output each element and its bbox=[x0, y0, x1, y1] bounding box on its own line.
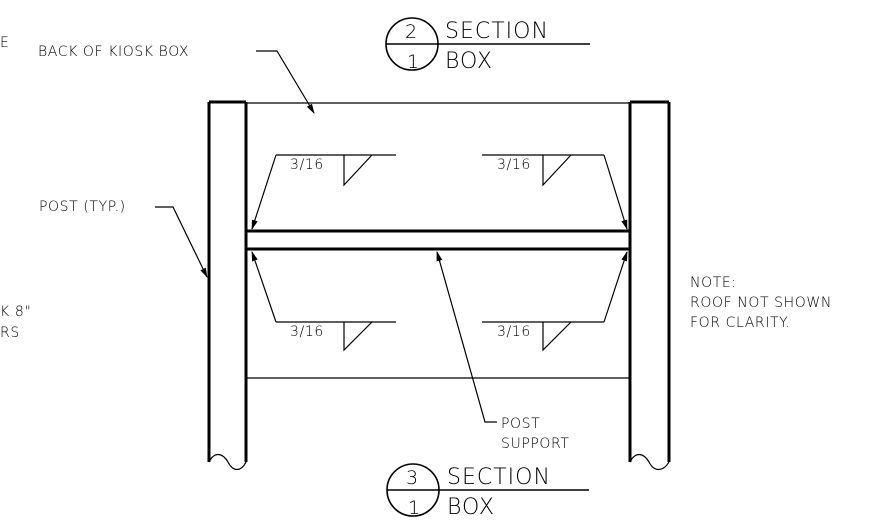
section-tag-top-number: 2 bbox=[405, 21, 417, 43]
weld-size-upper-left: 3/16 bbox=[290, 157, 324, 173]
back-of-kiosk-leader bbox=[256, 50, 315, 114]
section-tag-top-subtitle: BOX bbox=[445, 49, 493, 74]
cut-off-label-top: E bbox=[0, 35, 9, 51]
note-line-1: ROOF NOT SHOWN bbox=[690, 295, 832, 311]
cut-off-label-mid2: RS bbox=[0, 325, 20, 341]
left-post bbox=[207, 100, 248, 471]
section-tag-bottom-sheet: 1 bbox=[408, 497, 420, 519]
weld-symbol-lower-right: 3/16 bbox=[482, 251, 628, 352]
section-tag-bottom-number: 3 bbox=[406, 467, 418, 489]
post-support-member bbox=[246, 229, 630, 251]
right-post-break bbox=[629, 453, 670, 471]
section-tag-bottom-title: SECTION bbox=[447, 465, 551, 490]
post-support-label-line1: POST bbox=[501, 416, 540, 432]
post-support-leader bbox=[436, 251, 497, 423]
note-line-2: FOR CLARITY. bbox=[690, 315, 791, 331]
section-tag-top: 2 1 SECTION BOX bbox=[385, 17, 590, 74]
weld-symbol-upper-right: 3/16 bbox=[482, 154, 628, 230]
post-typ-leader bbox=[155, 206, 208, 278]
weld-symbol-lower-left: 3/16 bbox=[251, 251, 396, 352]
right-post bbox=[628, 100, 671, 471]
section-tag-bottom: 3 1 SECTION BOX bbox=[386, 463, 589, 520]
cut-off-label-mid1: K 8" bbox=[0, 304, 31, 320]
back-of-kiosk-label: BACK OF KIOSK BOX bbox=[38, 44, 189, 60]
section-tag-top-title: SECTION bbox=[445, 19, 549, 44]
section-tag-top-sheet: 1 bbox=[407, 51, 419, 73]
left-post-break bbox=[208, 453, 247, 471]
section-tag-bottom-subtitle: BOX bbox=[447, 495, 495, 520]
weld-size-lower-left: 3/16 bbox=[290, 324, 324, 340]
weld-symbol-upper-left: 3/16 bbox=[251, 154, 396, 230]
post-support-label-line2: SUPPORT bbox=[501, 436, 570, 452]
post-typ-label: POST (TYP.) bbox=[39, 199, 126, 215]
weld-size-lower-right: 3/16 bbox=[497, 324, 531, 340]
weld-size-upper-right: 3/16 bbox=[497, 157, 531, 173]
note-title: NOTE: bbox=[690, 275, 737, 291]
